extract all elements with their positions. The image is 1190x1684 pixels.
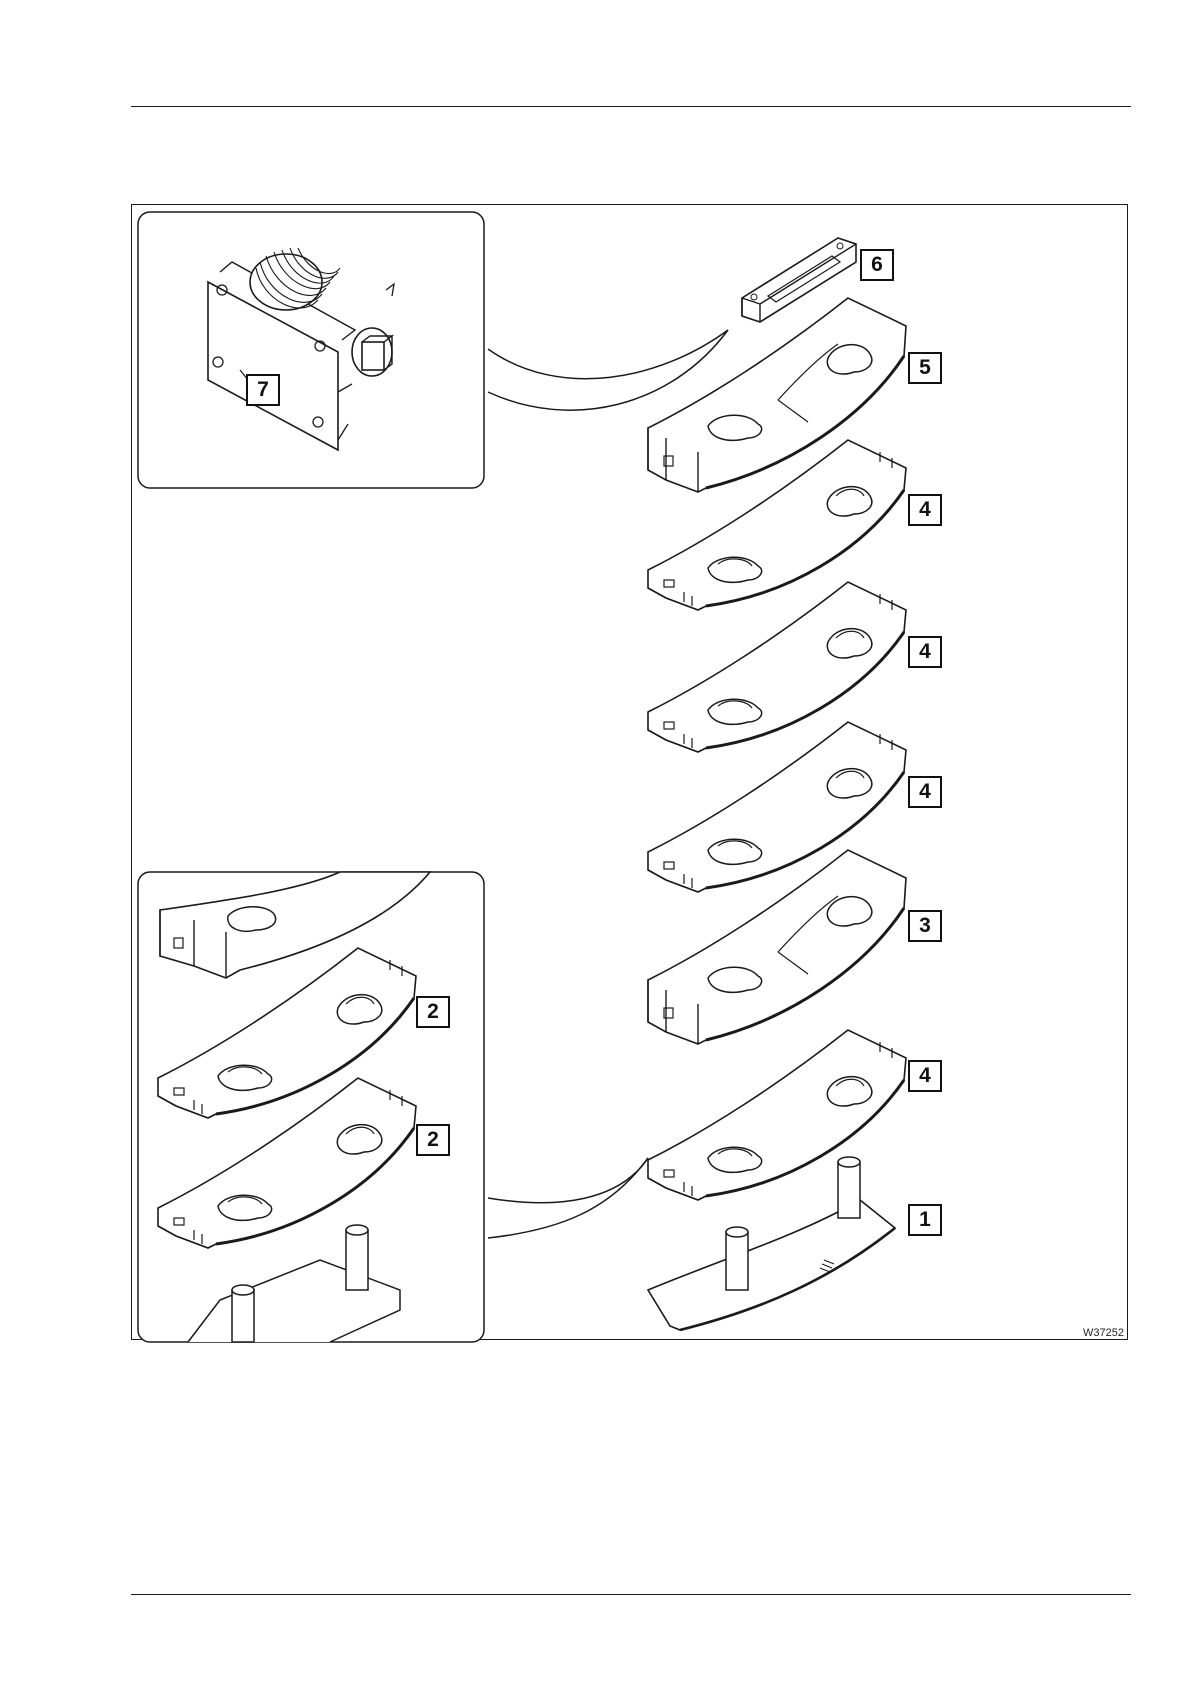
- callout-2b: 2: [416, 1124, 450, 1156]
- callout-1: 1: [908, 1204, 942, 1236]
- callout-2a: 2: [416, 996, 450, 1028]
- callout-4b: 4: [908, 636, 942, 668]
- callout-4a: 4: [908, 494, 942, 526]
- figure-id: W37252: [1083, 1327, 1124, 1339]
- callout-3: 3: [908, 910, 942, 942]
- callout-6: 6: [860, 249, 894, 281]
- callout-7: 7: [246, 374, 280, 406]
- callout-4d: 4: [908, 1060, 942, 1092]
- callout-5: 5: [908, 352, 942, 384]
- callout-4c: 4: [908, 776, 942, 808]
